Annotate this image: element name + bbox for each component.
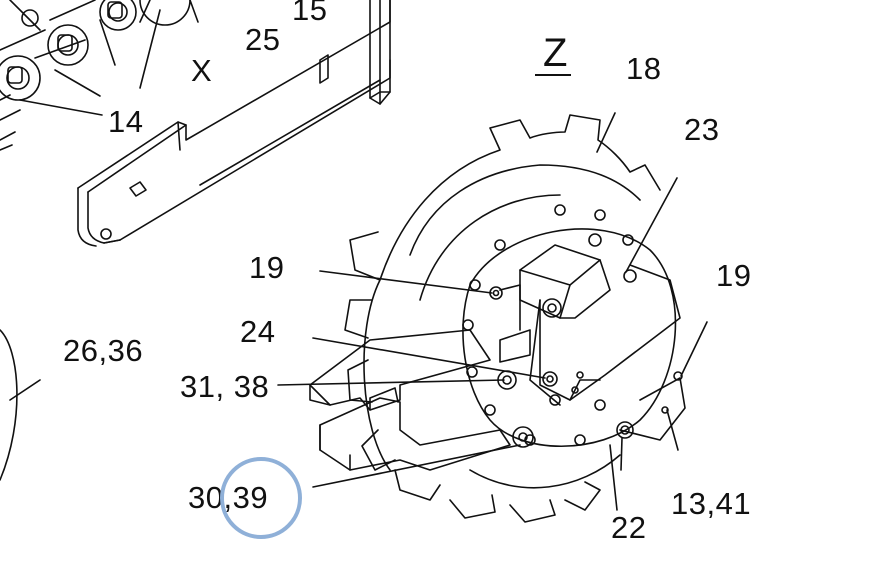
highlight-circle [220, 457, 302, 539]
callout-x: X [191, 53, 213, 88]
vertical-post [369, 0, 391, 105]
chain-links [0, 0, 199, 151]
leaders-top-left [19, 9, 161, 116]
leaders-main [277, 112, 708, 511]
sprocket-wheel [344, 114, 661, 523]
callout-13-41: 13,41 [671, 486, 752, 521]
callout-19-right: 19 [716, 258, 752, 293]
callout-23: 23 [684, 112, 720, 147]
callout-15: 15 [292, 0, 328, 27]
view-label-z: Z [543, 31, 568, 75]
callout-19-left: 19 [249, 250, 285, 285]
view-label-underline [535, 74, 571, 76]
guide-bracket [309, 329, 511, 471]
callout-18: 18 [626, 51, 662, 86]
callout-24: 24 [240, 314, 276, 349]
callout-31-38: 31, 38 [180, 369, 270, 404]
motor-block [499, 233, 686, 441]
callout-26-36: 26,36 [63, 333, 144, 368]
callout-22: 22 [611, 510, 647, 545]
hub-fasteners [489, 286, 683, 448]
callout-25: 25 [245, 22, 281, 57]
callout-14: 14 [108, 104, 144, 139]
left-edge-part [0, 329, 41, 481]
